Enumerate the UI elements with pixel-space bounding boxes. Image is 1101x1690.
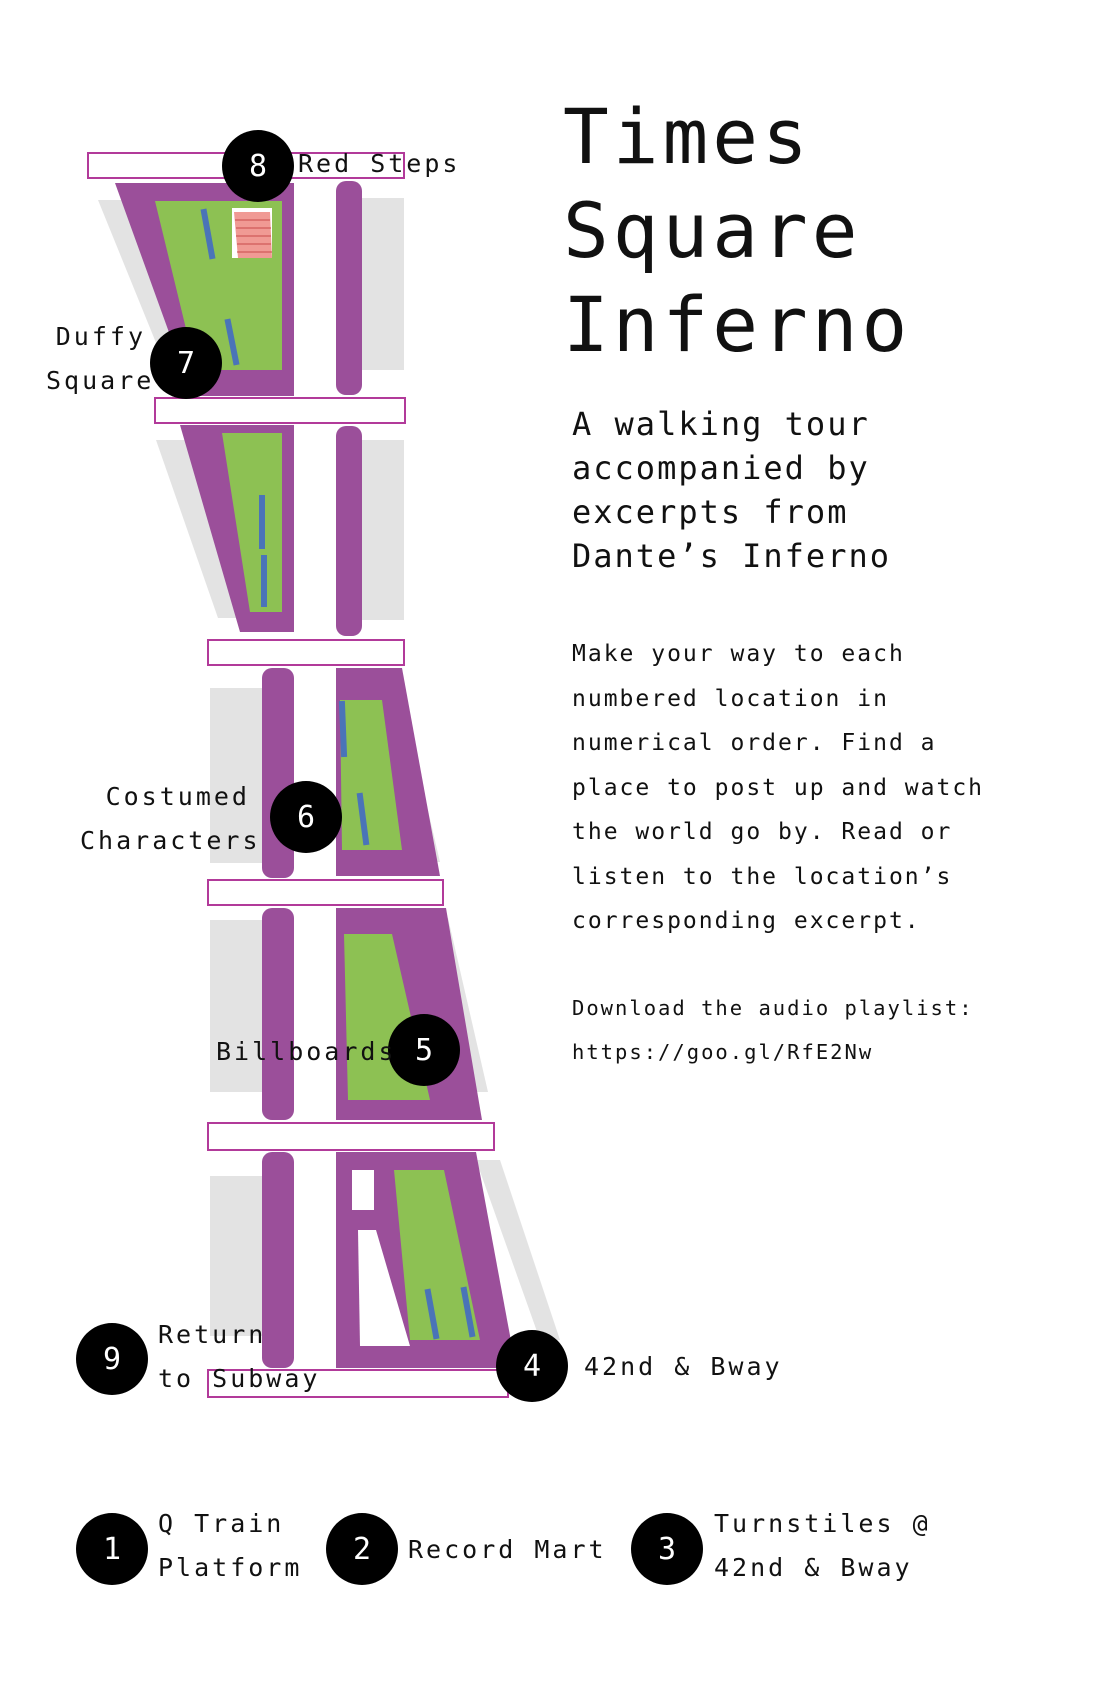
stop-label-4: 42nd & Bway	[584, 1345, 783, 1389]
stop-label-5-line-1: Billboards	[216, 1037, 397, 1066]
stop-marker-7[interactable]: 7	[150, 327, 222, 399]
stop-label-2-line-1: Record Mart	[408, 1535, 607, 1564]
stop-marker-8[interactable]: 8	[222, 130, 294, 202]
stop-marker-5[interactable]: 5	[388, 1014, 460, 1086]
benches	[200, 208, 476, 1340]
stop-label-7: Duffy Square	[46, 315, 155, 403]
stop-label-8: Red Steps	[298, 142, 460, 186]
title-line-2: Square	[563, 186, 862, 275]
stop-label-5: Billboards	[216, 1030, 397, 1074]
page-title: Times Square Inferno	[563, 90, 911, 372]
stop-label-1-line-1: Q Train	[158, 1509, 285, 1538]
stop-label-2: Record Mart	[408, 1528, 607, 1572]
stop-marker-9[interactable]: 9	[76, 1323, 148, 1395]
stop-label-7-line-2: Square	[46, 366, 155, 395]
stop-label-6-line-1: Costumed	[105, 782, 250, 811]
stop-label-7-line-1: Duffy	[55, 322, 146, 351]
stop-label-1: Q Train Platform	[158, 1502, 302, 1590]
lawn-block-e	[394, 1170, 480, 1340]
red-steps	[232, 208, 272, 258]
subtitle: A walking tour accompanied by excerpts f…	[572, 402, 891, 578]
stop-label-3-line-1: Turnstiles @	[714, 1509, 931, 1538]
subtitle-line-2: accompanied by	[572, 449, 870, 487]
stop-label-4-line-1: 42nd & Bway	[584, 1352, 783, 1381]
stop-label-6: Costumed Characters	[80, 775, 261, 863]
stop-label-9: Return to Subway	[158, 1313, 320, 1401]
download-link[interactable]: https://goo.gl/RfE2Nw	[572, 1040, 874, 1064]
title-line-1: Times	[563, 92, 812, 181]
subtitle-line-3: excerpts from	[572, 493, 849, 531]
lawn-block-c	[340, 700, 402, 850]
download-label: Download the audio playlist:	[572, 996, 974, 1020]
stop-marker-1[interactable]: 1	[76, 1513, 148, 1585]
stop-label-6-line-2: Characters	[80, 826, 261, 855]
subtitle-line-4: Dante’s Inferno	[572, 537, 891, 575]
stop-marker-2[interactable]: 2	[326, 1513, 398, 1585]
stop-label-3-line-2: 42nd & Bway	[714, 1553, 913, 1582]
title-line-3: Inferno	[563, 280, 912, 369]
stop-label-3: Turnstiles @ 42nd & Bway	[714, 1502, 931, 1590]
stop-marker-3[interactable]: 3	[631, 1513, 703, 1585]
subtitle-line-1: A walking tour	[572, 405, 870, 443]
stop-marker-4[interactable]: 4	[496, 1330, 568, 1402]
instructions: Make your way to each numbered location …	[572, 641, 985, 934]
stop-label-9-line-2: to Subway	[158, 1364, 321, 1393]
times-square-map	[87, 152, 560, 1398]
stop-label-9-line-1: Return	[158, 1320, 267, 1349]
stop-marker-6[interactable]: 6	[270, 781, 342, 853]
stop-label-1-line-2: Platform	[158, 1553, 303, 1582]
stop-label-8-line-1: Red Steps	[298, 149, 461, 178]
